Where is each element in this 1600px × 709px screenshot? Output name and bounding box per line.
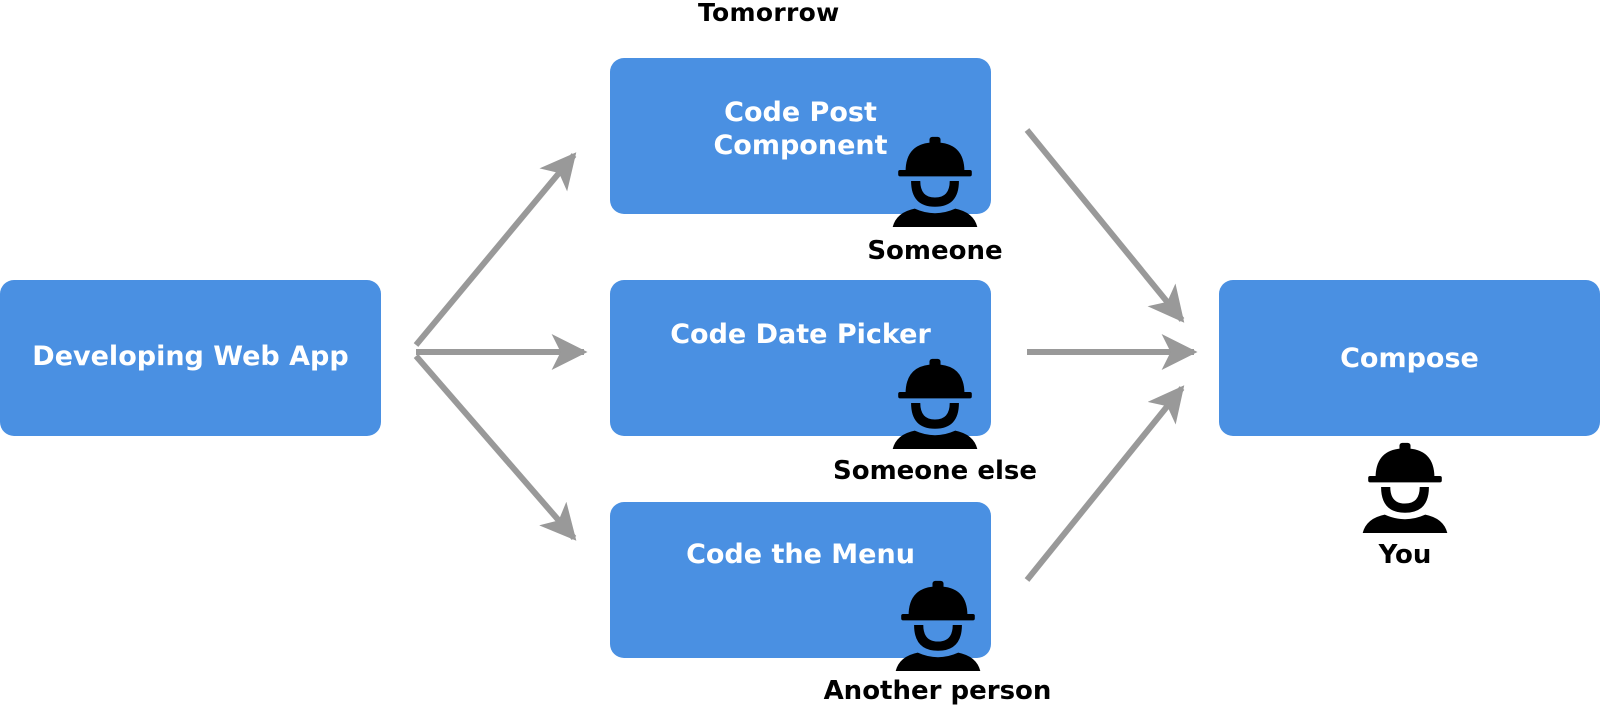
construction-worker-icon — [892, 358, 978, 449]
construction-worker-icon — [1362, 442, 1448, 533]
arrow-post-to-compose — [1024, 128, 1185, 323]
node-code-post-component: Code Post Component — [610, 58, 991, 214]
node-label: Code the Menu — [686, 539, 915, 570]
arrow-start-to-menu — [413, 354, 577, 541]
assignee-another-person: Another person — [823, 676, 1052, 706]
node-label: Code Date Picker — [670, 319, 931, 350]
construction-worker-icon — [895, 580, 981, 671]
assignee-you: You — [1378, 540, 1432, 570]
assignee-someone-else: Someone else — [832, 456, 1038, 486]
node-label: Code Post Component — [713, 97, 888, 161]
arrow-start-to-post — [413, 152, 577, 347]
node-developing-web-app: Developing Web App — [0, 280, 381, 436]
node-label: Developing Web App — [32, 341, 349, 372]
assignee-someone: Someone — [867, 236, 1003, 266]
arrow-menu-to-compose — [1024, 385, 1185, 582]
node-compose: Compose — [1219, 280, 1600, 436]
heading-tomorrow: Tomorrow — [698, 0, 840, 27]
node-label: Compose — [1340, 343, 1479, 374]
construction-worker-icon — [892, 136, 978, 227]
node-code-the-menu: Code the Menu — [610, 502, 991, 658]
node-code-date-picker: Code Date Picker — [610, 280, 991, 436]
